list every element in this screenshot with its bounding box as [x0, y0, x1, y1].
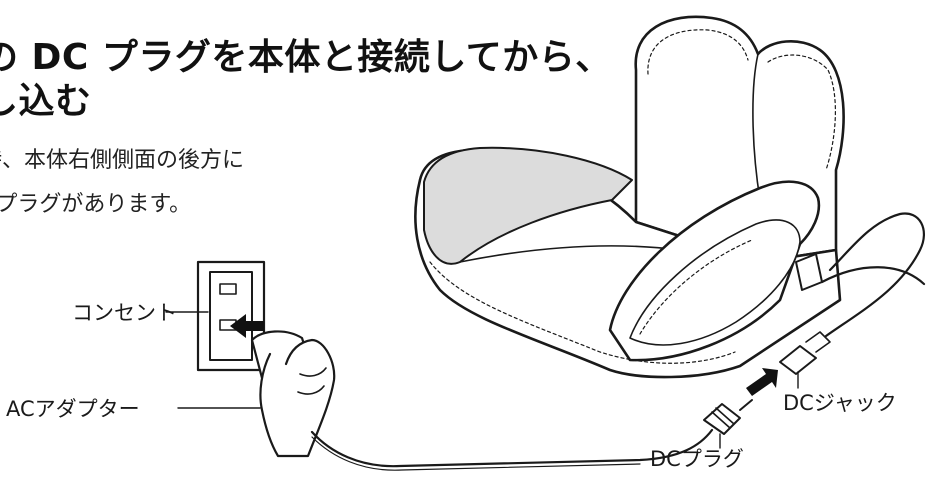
outlet-label: コンセント — [72, 301, 177, 325]
heading-line-2: し込む — [0, 81, 92, 122]
ac-adapter-label: ACアダプター — [6, 397, 140, 421]
dc-jack-drawing — [779, 212, 926, 389]
dc-jack-label: DCジャック — [783, 391, 897, 415]
dc-cable — [310, 428, 714, 468]
wall-outlet-drawing — [165, 260, 266, 372]
ac-adapter-drawing — [177, 330, 336, 458]
insert-arrow-right — [746, 368, 778, 396]
dc-plug-label: DCプラグ — [650, 447, 744, 471]
insert-arrow-left — [230, 314, 264, 338]
seat-cushion-drawing — [414, 15, 845, 379]
instruction-line-2: Cプラグがあります。 — [0, 192, 192, 217]
dc-plug-drawing — [703, 399, 753, 449]
heading-line-1: の DC プラグを本体と接続してから、 — [0, 37, 612, 78]
instruction-line-1: 時、本体右側側面の後方に — [0, 148, 245, 173]
